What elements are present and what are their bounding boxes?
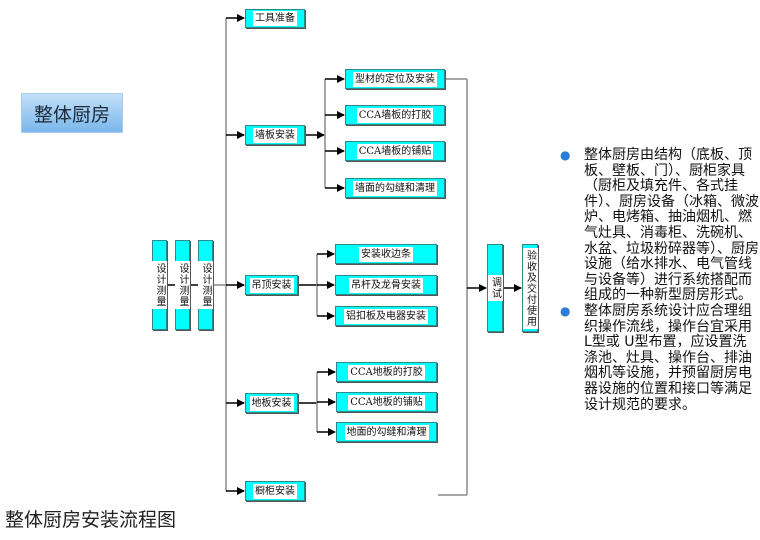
substep-floor-3: 地面的勾缝和清理 bbox=[336, 422, 437, 442]
substep-label: CCA墙板的打胶 bbox=[356, 107, 434, 123]
title-text: 整体厨房 bbox=[33, 103, 110, 126]
title-box: 整体厨房 bbox=[21, 93, 123, 133]
note-text: 整体厨房系统设计应合理组织操作流线，操作台宜采用 L型或 U型布置，应设置洗涤池… bbox=[584, 302, 752, 413]
step-label: 设计测量 bbox=[198, 261, 213, 309]
step-design-survey-3: 设计测量 bbox=[198, 240, 213, 330]
substep-ceiling-1: 安装收边条 bbox=[335, 244, 437, 264]
step-label: 验收及交付使用 bbox=[522, 247, 538, 329]
notes-panel: ● 整体厨房由结构（底板、顶板、壁板、门）、厨柜家具（厨柜及填充件、各式挂件）、厨… bbox=[560, 147, 760, 413]
step-label: 墙板安装 bbox=[253, 127, 297, 143]
step-ceiling: 吊顶安装 bbox=[245, 275, 298, 295]
substep-label: 吊杆及龙骨安装 bbox=[349, 277, 423, 293]
substep-ceiling-2: 吊杆及龙骨安装 bbox=[335, 275, 437, 295]
substep-wall-4: 墙面的勾缝和清理 bbox=[345, 178, 445, 198]
substep-label: CCA地板的铺贴 bbox=[348, 394, 425, 410]
substep-label: 安装收边条 bbox=[359, 246, 413, 262]
substep-floor-1: CCA地板的打胶 bbox=[336, 362, 437, 382]
step-cabinet: 橱柜安装 bbox=[245, 481, 305, 501]
substep-label: 型材的定位及安装 bbox=[353, 71, 437, 87]
bullet-icon: ● bbox=[560, 303, 571, 318]
step-tools: 工具准备 bbox=[245, 9, 305, 28]
diagram-caption: 整体厨房安装流程图 bbox=[5, 509, 177, 531]
step-design-survey-2: 设计测量 bbox=[175, 240, 190, 330]
step-label: 调试 bbox=[487, 275, 503, 301]
substep-label: 铝扣板及电器安装 bbox=[344, 308, 428, 324]
step-floor: 地板安装 bbox=[245, 393, 298, 413]
step-debug: 调试 bbox=[487, 244, 503, 332]
step-label: 橱柜安装 bbox=[253, 483, 297, 499]
note-item: ● 整体厨房系统设计应合理组织操作流线，操作台宜采用 L型或 U型布置，应设置洗涤… bbox=[560, 302, 760, 413]
substep-wall-3: CCA墙板的铺贴 bbox=[345, 141, 445, 161]
note-text: 整体厨房由结构（底板、顶板、壁板、门）、厨柜家具（厨柜及填充件、各式挂件）、厨房… bbox=[584, 147, 759, 304]
substep-label: CCA地板的打胶 bbox=[348, 364, 425, 380]
step-label: 设计测量 bbox=[175, 261, 190, 309]
substep-wall-1: 型材的定位及安装 bbox=[345, 69, 445, 89]
note-item: ● 整体厨房由结构（底板、顶板、壁板、门）、厨柜家具（厨柜及填充件、各式挂件）、厨… bbox=[560, 147, 760, 304]
step-label: 吊顶安装 bbox=[249, 277, 294, 293]
step-design-survey-1: 设计测量 bbox=[152, 240, 167, 330]
step-wall: 墙板安装 bbox=[245, 125, 305, 145]
substep-wall-2: CCA墙板的打胶 bbox=[345, 105, 445, 125]
bullet-icon: ● bbox=[560, 148, 571, 162]
step-label: 工具准备 bbox=[253, 11, 297, 26]
substep-floor-2: CCA地板的铺贴 bbox=[336, 392, 437, 412]
substep-ceiling-3: 铝扣板及电器安装 bbox=[335, 306, 437, 326]
substep-label: CCA墙板的铺贴 bbox=[356, 143, 434, 159]
substep-label: 地面的勾缝和清理 bbox=[344, 424, 429, 440]
step-acceptance: 验收及交付使用 bbox=[522, 244, 538, 332]
step-label: 地板安装 bbox=[249, 395, 294, 411]
substep-label: 墙面的勾缝和清理 bbox=[353, 180, 437, 196]
step-label: 设计测量 bbox=[152, 261, 167, 309]
